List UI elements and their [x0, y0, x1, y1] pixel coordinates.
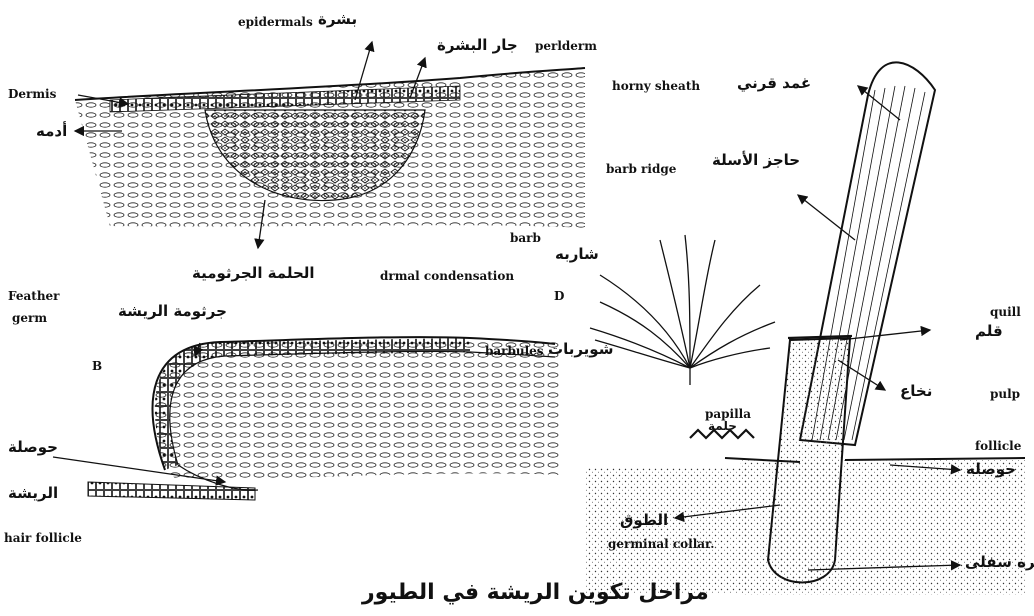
barb-ridge-label-ar: حاجز الأسلة	[712, 153, 800, 168]
pulp-label-ar: نخاع	[900, 384, 932, 399]
barb-label-ar: شاربه	[555, 247, 599, 262]
diagram-title: مراحل تكوين الريشة في الطيور	[362, 582, 709, 604]
condensation-label-en: drmal condensation	[380, 270, 514, 282]
dermis-label-en: Dermis	[8, 88, 56, 100]
quill-label-ar: قلم	[975, 324, 1003, 339]
panel-b-letter: B	[92, 360, 102, 372]
follicle-label-en: follicle	[975, 440, 1021, 452]
dermis-label-ar: أدمه	[36, 124, 67, 139]
follicle-label-ar-1: حوصلة	[8, 440, 58, 455]
panel-d-letter: D	[554, 290, 564, 302]
epidermis-label-en: epidermals	[238, 16, 313, 28]
barb-ridge-label-en: barb ridge	[606, 163, 676, 175]
pulp-label-en: pulp	[990, 388, 1020, 400]
collar-label-ar: الطوق	[620, 513, 668, 528]
hair-follicle-strip	[88, 482, 255, 500]
hair-follicle-label-en: hair follicle	[4, 532, 82, 544]
barbules-label-ar: شويربات	[548, 342, 613, 357]
lower-umbilicus-label-ar: صره سفلى	[965, 555, 1034, 570]
periderm-label-ar: جار البشرة	[437, 38, 518, 53]
epidermis-label-ar: بشرة	[318, 12, 357, 27]
horny-sheath-label-ar: غمد قرني	[737, 76, 811, 91]
feather-germ-label-en-2: germ	[12, 312, 47, 324]
barbules-label-en: barbules	[485, 345, 544, 357]
panel-b-feather-germ	[88, 337, 560, 500]
collar-label-en: germinal collar.	[608, 538, 714, 550]
follicle-label-ar-2: الريشة	[8, 486, 58, 501]
follicle-label-ar: حوصله	[966, 462, 1016, 477]
condensation-label-ar: الحلمة الجرثومية	[192, 266, 315, 281]
feather-germ-label-ar: جرثومة الريشة	[118, 304, 227, 319]
feather-germ-label-en-1: Feather	[8, 290, 60, 302]
periderm-label-en: perlderm	[535, 40, 597, 52]
horny-sheath-label-en: horny sheath	[612, 80, 700, 92]
papilla-label-ar: حلمة	[708, 420, 737, 432]
quill-label-en: quill	[990, 306, 1021, 318]
panel-a-skin-section	[75, 68, 585, 228]
barb-label-en: barb	[510, 232, 541, 244]
